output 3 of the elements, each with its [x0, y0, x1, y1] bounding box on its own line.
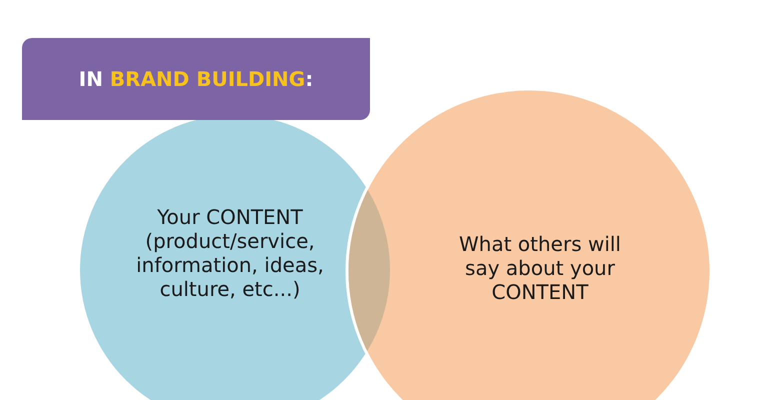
- title-text: IN BRAND BUILDING:: [78, 67, 314, 91]
- circle-text: What others will say about your CONTENT: [440, 232, 640, 304]
- title-banner: [22, 38, 370, 120]
